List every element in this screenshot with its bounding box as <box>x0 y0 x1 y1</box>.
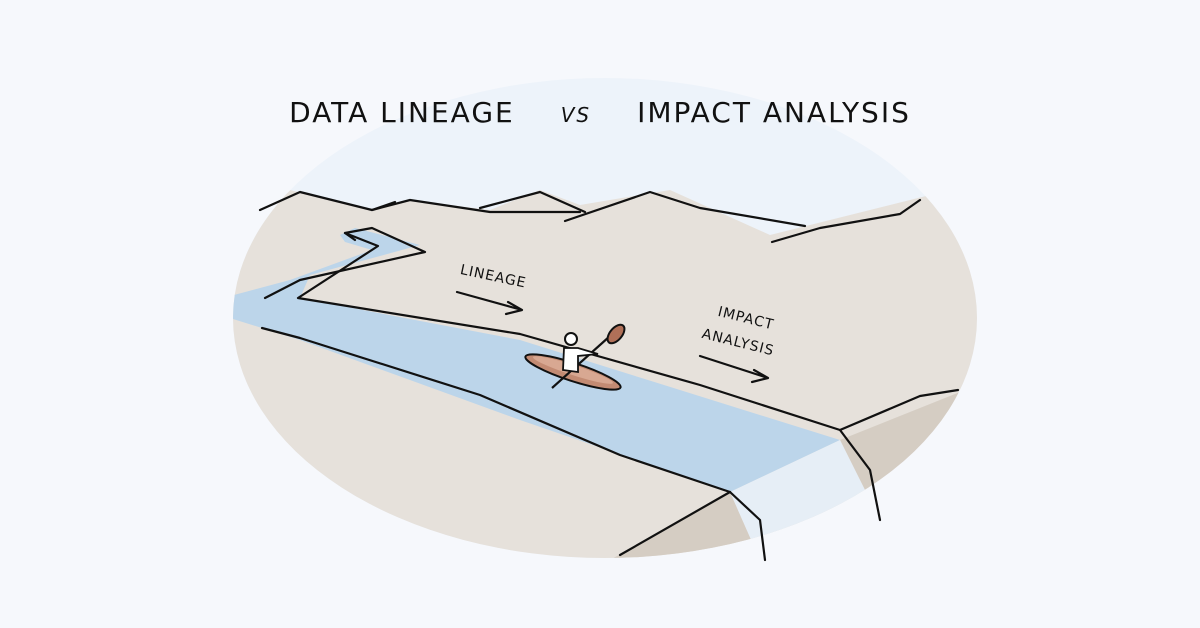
title-separator: VS <box>560 103 592 127</box>
title-data-lineage: DATA LINEAGE <box>289 96 515 129</box>
page-title: DATA LINEAGE VS IMPACT ANALYSIS <box>0 96 1200 129</box>
kayak-with-paddler <box>524 323 626 391</box>
cliff-left <box>610 492 760 558</box>
title-impact-analysis: IMPACT ANALYSIS <box>637 96 911 129</box>
